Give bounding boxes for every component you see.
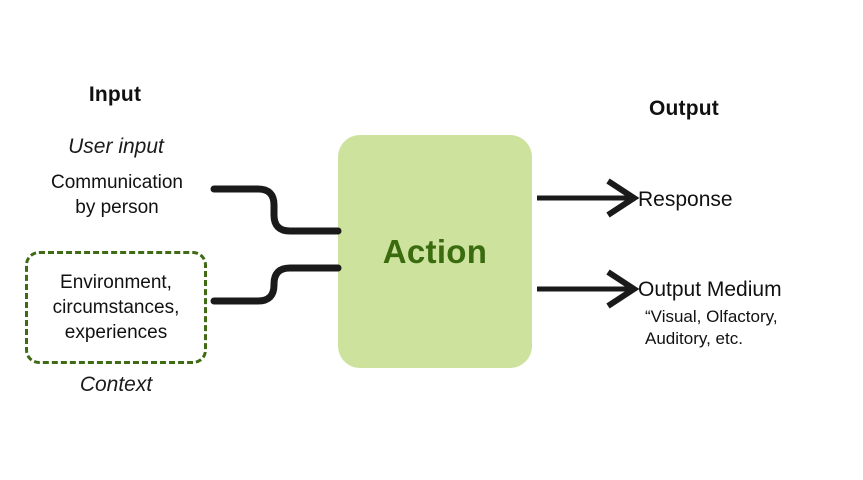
- output-column-header: Output: [648, 97, 719, 120]
- context-line-3: experiences: [64, 322, 168, 343]
- user-input-description-line-2: by person: [75, 197, 159, 218]
- output-item-output-medium-sub: “Visual, Olfactory, Auditory, etc.: [645, 306, 855, 350]
- output-medium-sub-line-1: “Visual, Olfactory,: [645, 307, 778, 326]
- connector-user-input-to-action: [210, 185, 342, 235]
- action-process-label: Action: [382, 232, 488, 270]
- context-box-text: Environment, circumstances, experiences: [53, 270, 180, 345]
- connector-context-to-action: [210, 264, 342, 305]
- context-caption: Context: [79, 373, 153, 396]
- context-line-1: Environment,: [60, 272, 172, 293]
- arrow-head-output-medium: [606, 269, 640, 309]
- output-item-response-label: Response: [638, 188, 733, 211]
- context-box: Environment, circumstances, experiences: [25, 251, 207, 364]
- user-input-caption: User input: [68, 135, 164, 158]
- input-column-header: Input: [88, 83, 142, 106]
- user-input-description-line-1: Communication: [51, 172, 183, 193]
- action-process-box: Action: [338, 135, 532, 368]
- output-medium-sub-line-2: Auditory, etc.: [645, 329, 743, 348]
- user-input-description: Communication by person: [22, 170, 212, 220]
- context-line-2: circumstances,: [52, 297, 180, 318]
- output-item-output-medium-label: Output Medium: [638, 278, 782, 301]
- arrow-head-response: [606, 178, 640, 218]
